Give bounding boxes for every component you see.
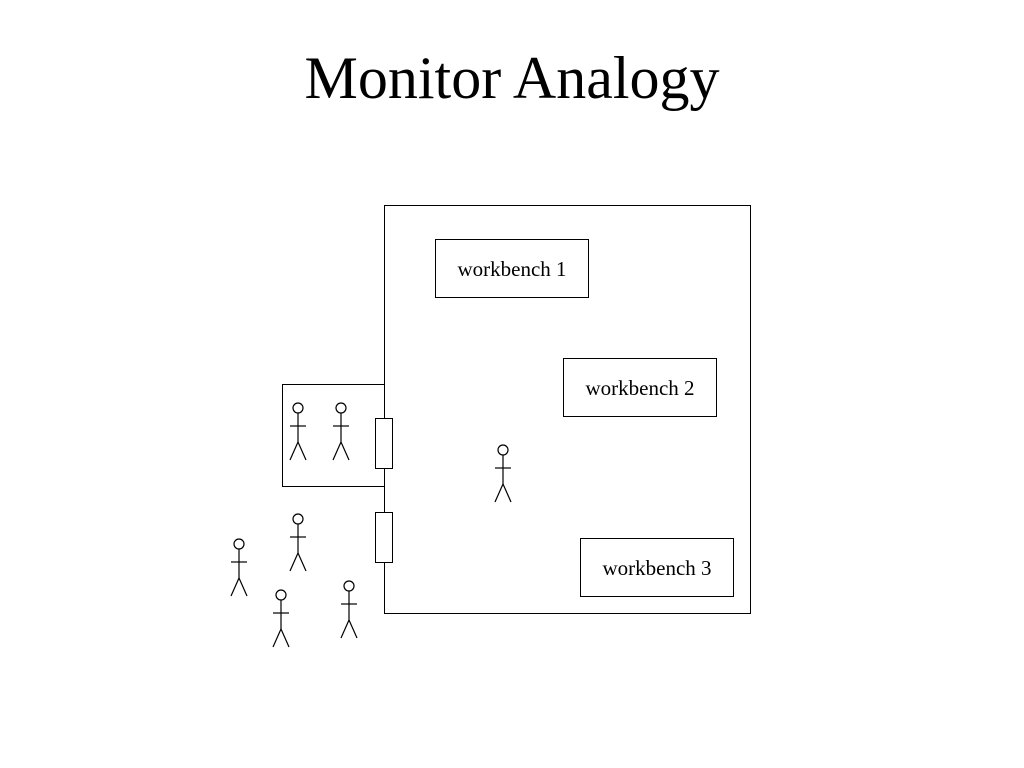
person-icon (340, 580, 358, 639)
entry-waiting-room (282, 384, 385, 487)
workbench-2: workbench 2 (563, 358, 717, 417)
workbench-1: workbench 1 (435, 239, 589, 298)
person-icon (332, 402, 350, 461)
workbench-2-label: workbench 2 (585, 376, 694, 400)
person-icon (289, 402, 307, 461)
slide-title: Monitor Analogy (304, 45, 720, 111)
workbench-3-label: workbench 3 (602, 556, 711, 580)
person-icon (289, 513, 307, 572)
workbench-1-label: workbench 1 (457, 257, 566, 281)
person-icon (272, 589, 290, 648)
exit-door (375, 512, 393, 563)
entry-door (375, 418, 393, 469)
person-icon (494, 444, 512, 503)
workbench-3: workbench 3 (580, 538, 734, 597)
person-icon (230, 538, 248, 597)
